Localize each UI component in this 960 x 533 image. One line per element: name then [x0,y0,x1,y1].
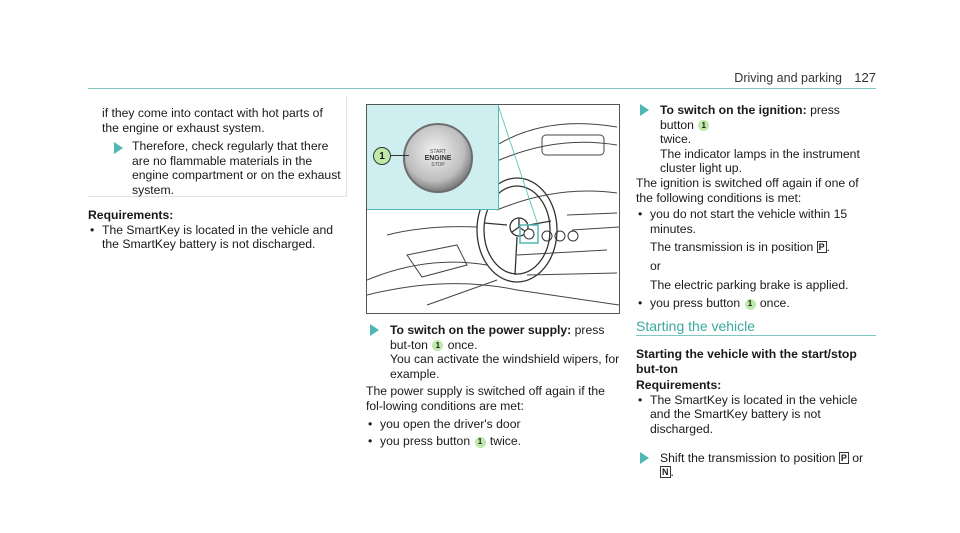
ignition-step-a: press button [660,103,840,132]
power-bullet-2: you press button 1 twice. [366,434,621,449]
step-arrow-icon [640,451,649,464]
starting-requirement-item: The SmartKey is located in the vehicle a… [636,393,876,437]
step-arrow-icon [370,324,379,336]
callout-1-inline: 1 [474,436,486,448]
ignition-b1-sub: The transmission is in position P. [650,240,831,255]
callout-1-inline: 1 [744,298,756,310]
ignition-section: To switch on the ignition: press button … [636,103,876,311]
ignition-b1: you do not start the vehicle within 15 m… [650,207,848,236]
page-number: 127 [854,70,876,85]
power-step-b: once. [447,337,478,352]
header-title: Driving and parking [734,71,842,85]
power-step-label: To switch on the power supply: [390,323,572,337]
section-rule [636,335,876,336]
step-arrow-icon [640,104,649,116]
shift-step-text: Shift the transmission to position [660,450,836,465]
ignition-step-label: To switch on the ignition: [660,103,807,117]
button-text-stop: STOP [431,161,445,168]
power-supply-section: To switch on the power supply: press but… [366,323,621,449]
or-text: or [650,258,661,273]
requirements-title: Requirements: [88,208,174,222]
power-bullet-1: you open the driver's door [366,417,621,432]
ignition-b2a: you press button [650,296,741,311]
ignition-b2b: once. [759,296,790,311]
shift-step: Shift the transmission to position P or … [636,451,876,480]
warning-note-box: if they come into contact with hot parts… [88,96,347,197]
ignition-off-text: The ignition is switched off again if on… [636,175,859,205]
note-item: Therefore, check regularly that there ar… [132,139,341,197]
power-bullet-2b: twice. [489,434,522,449]
ignition-b1-sub-text: The transmission is in position [650,240,814,255]
start-button-inset: START ENGINE STOP 1 [367,105,499,210]
start-stop-button: START ENGINE STOP [403,123,473,193]
ignition-bullet-1: you do not start the vehicle within 15 m… [636,207,876,292]
power-step-extra: You can activate the windshield wipers, … [390,352,620,381]
starting-requirements-title: Requirements: [636,378,722,393]
button-text-start: START [430,148,446,155]
button-text-engine: ENGINE [424,154,452,162]
note-intro: if they come into contact with hot parts… [102,106,323,135]
power-off-text: The power supply is switched off again i… [366,384,605,413]
park-glyph: P [816,241,827,254]
shift-or: or [852,450,864,465]
dashboard-illustration [367,105,619,306]
neutral-glyph: N [660,466,671,479]
ignition-indicator: The indicator lamps in the instrument cl… [660,146,860,176]
ignition-b1-sub2: The electric parking brake is applied. [650,277,849,292]
starting-block: Starting the vehicle with the start/stop… [636,347,876,480]
callout-1: 1 [373,147,391,165]
power-step-a: press but-ton [390,323,605,352]
requirement-item: The SmartKey is located in the vehicle a… [88,223,348,252]
dashboard-figure: START ENGINE STOP 1 [366,104,620,314]
step-arrow-icon [114,142,123,154]
callout-leader [385,155,409,156]
header-rule [88,88,876,89]
ignition-bullet-2: you press button 1 once. [636,296,876,311]
power-bullet-2a: you press button [380,434,471,449]
requirements-block: Requirements: The SmartKey is located in… [88,208,348,252]
section-title-starting: Starting the vehicle [636,318,756,334]
callout-1-inline: 1 [698,120,710,132]
starting-subheading: Starting the vehicle with the start/stop… [636,347,857,376]
callout-1-inline: 1 [432,340,444,352]
park-glyph: P [838,451,849,464]
ignition-twice: twice. [660,132,692,147]
